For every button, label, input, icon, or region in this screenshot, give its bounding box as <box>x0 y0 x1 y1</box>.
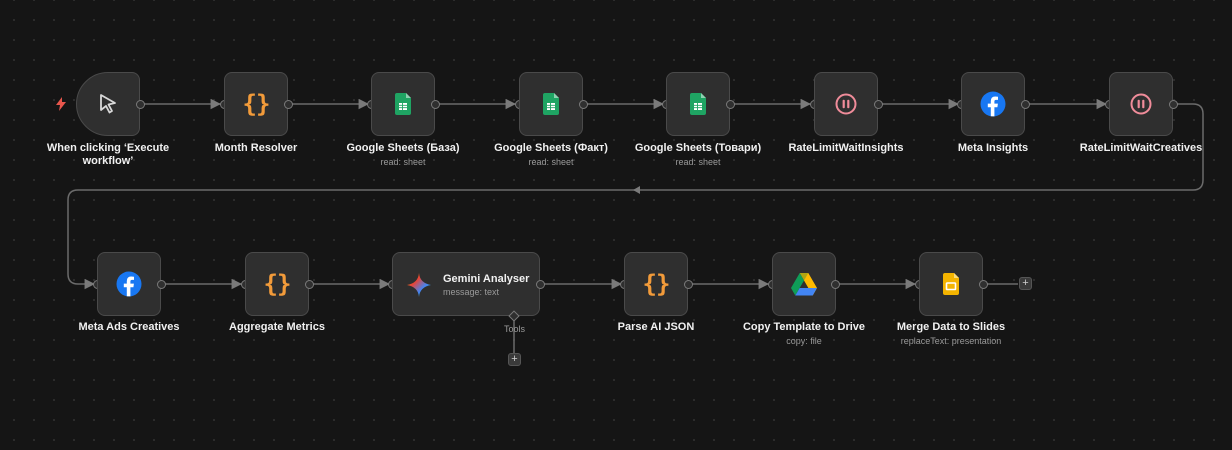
output-port[interactable] <box>157 280 166 289</box>
pause-icon <box>1130 93 1152 115</box>
output-port[interactable] <box>684 280 693 289</box>
node-parse-ai-json[interactable]: {} <box>624 252 688 316</box>
google-sheets-icon <box>395 93 411 115</box>
braces-icon: {} <box>242 90 271 118</box>
google-drive-icon <box>791 272 817 295</box>
node-google-sheets-fakt[interactable] <box>519 72 583 136</box>
output-port[interactable] <box>284 100 293 109</box>
facebook-icon <box>980 91 1006 117</box>
cursor-icon <box>100 94 116 114</box>
add-node-button[interactable]: + <box>1019 277 1032 290</box>
node-rate-limit-wait-creatives[interactable] <box>1109 72 1173 136</box>
google-slides-icon <box>943 273 959 295</box>
facebook-icon <box>116 271 142 297</box>
node-label: Copy Template to Drive <box>742 321 866 333</box>
add-tool-button[interactable]: + <box>508 353 521 366</box>
node-label: When clicking ‘Execute workflow’ <box>46 142 170 167</box>
node-sublabel: read: sheet <box>675 157 721 167</box>
node-sublabel: read: sheet <box>528 157 574 167</box>
node-label: RateLimitWaitInsights <box>788 142 904 154</box>
output-port[interactable] <box>579 100 588 109</box>
node-sublabel: copy: file <box>786 336 822 346</box>
output-port[interactable] <box>305 280 314 289</box>
output-port[interactable] <box>726 100 735 109</box>
output-port[interactable] <box>1169 100 1178 109</box>
node-label: Aggregate Metrics <box>229 321 325 333</box>
node-aggregate-metrics[interactable]: {} <box>245 252 309 316</box>
node-label: Merge Data to Slides <box>896 321 1006 333</box>
node-sublabel: message: text <box>443 287 500 297</box>
node-google-sheets-tovary[interactable] <box>666 72 730 136</box>
output-port[interactable] <box>874 100 883 109</box>
node-rate-limit-wait-insights[interactable] <box>814 72 878 136</box>
node-sublabel: read: sheet <box>380 157 426 167</box>
node-label: Meta Ads Creatives <box>78 321 180 333</box>
trigger-bolt-icon <box>56 97 66 111</box>
node-label: Google Sheets (Факт) <box>494 142 608 154</box>
node-meta-insights[interactable] <box>961 72 1025 136</box>
output-port[interactable] <box>536 280 545 289</box>
node-label: Meta Insights <box>957 142 1029 154</box>
node-copy-template-to-drive[interactable] <box>772 252 836 316</box>
braces-icon: {} <box>263 270 292 298</box>
pause-icon <box>835 93 857 115</box>
tools-label: Tools <box>504 324 526 334</box>
node-sublabel: replaceText: presentation <box>900 336 1002 346</box>
node-google-sheets-baza[interactable] <box>371 72 435 136</box>
output-port[interactable] <box>979 280 988 289</box>
node-label: RateLimitWaitCreatives <box>1079 142 1203 154</box>
output-port[interactable] <box>1021 100 1030 109</box>
node-label: Gemini Analyser <box>443 273 530 285</box>
google-sheets-icon <box>543 93 559 115</box>
output-port[interactable] <box>831 280 840 289</box>
braces-icon: {} <box>642 270 671 298</box>
google-sheets-icon <box>690 93 706 115</box>
node-execute-workflow-trigger[interactable] <box>76 72 140 136</box>
output-port[interactable] <box>431 100 440 109</box>
node-month-resolver[interactable]: {} <box>224 72 288 136</box>
gemini-icon <box>407 273 431 297</box>
node-meta-ads-creatives[interactable] <box>97 252 161 316</box>
node-label: Google Sheets (Товари) <box>634 142 762 154</box>
edge-midpoint-arrow <box>633 186 640 194</box>
output-port[interactable] <box>136 100 145 109</box>
node-merge-data-to-slides[interactable] <box>919 252 983 316</box>
node-label: Month Resolver <box>214 142 298 154</box>
node-label: Parse AI JSON <box>617 321 695 333</box>
node-label: Google Sheets (База) <box>346 142 460 154</box>
node-gemini-analyser[interactable]: Gemini Analyser message: text <box>392 252 540 316</box>
